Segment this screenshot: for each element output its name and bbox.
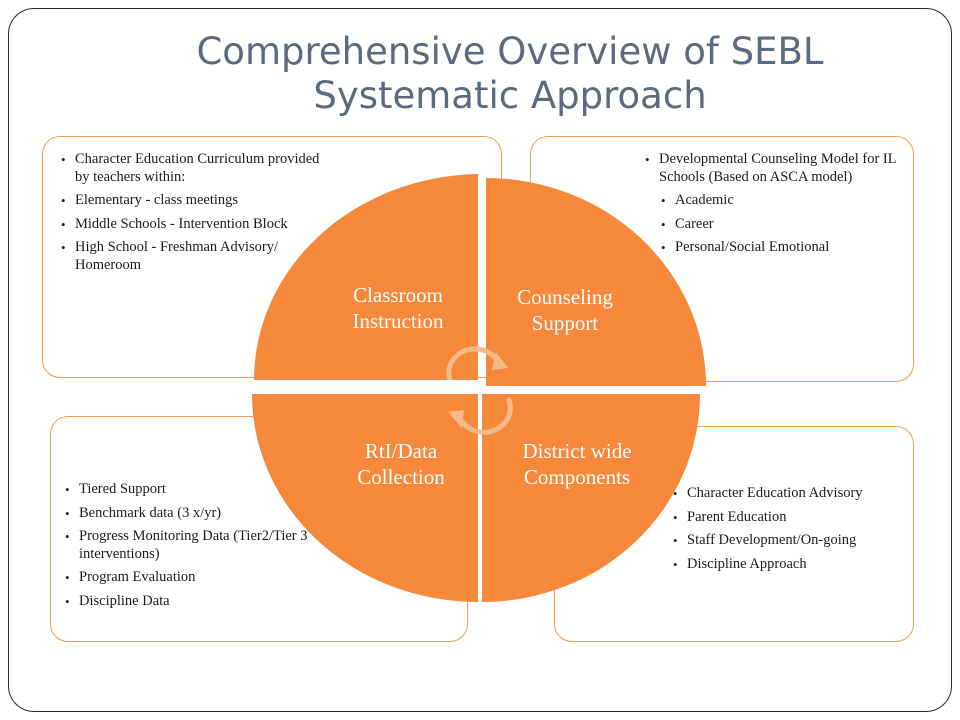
quadrant-label-rti-data-collection: RtI/Data Collection (357, 439, 445, 489)
quadrant-district-wide-components (482, 394, 700, 602)
list-item: Middle Schools - Intervention Block (59, 216, 331, 234)
list-item: Benchmark data (3 x/yr) (63, 505, 323, 523)
cycle-arrows-icon (446, 346, 513, 435)
list-item: Progress Monitoring Data (Tier2/Tier 3 i… (63, 528, 323, 563)
quadrant-circle: Classroom Instruction Counseling Support… (250, 172, 720, 602)
list-item: Program Evaluation (63, 569, 323, 587)
slide-title: Comprehensive Overview of SEBL Systemati… (100, 30, 920, 118)
quadrant-label-district-wide-components: District wide Components (522, 439, 632, 489)
list-item: Elementary - class meetings (59, 192, 331, 210)
list-item: Personal/Social Emotional (659, 239, 899, 257)
list-item: Discipline Data (63, 593, 323, 611)
list-item: Career (659, 216, 899, 234)
quadrant-rti-data-collection (252, 394, 478, 602)
list-item: Discipline Approach (671, 556, 881, 574)
quadrant-label-classroom-instruction: Classroom Instruction (352, 283, 444, 333)
list-item: Character Education Advisory (671, 485, 881, 503)
list-item: Character Education Curriculum provided … (59, 151, 331, 186)
counseling-support-list: Developmental Counseling Model for IL Sc… (643, 151, 899, 257)
list-item: Staff Development/On-going (671, 532, 881, 550)
district-wide-components-list: Character Education Advisory Parent Educ… (671, 485, 881, 573)
list-item: Developmental Counseling Model for IL Sc… (643, 151, 899, 186)
rti-data-collection-list: Tiered Support Benchmark data (3 x/yr) P… (63, 481, 323, 610)
list-item: High School - Freshman Advisory/ Homeroo… (59, 239, 331, 274)
list-item: Parent Education (671, 509, 881, 527)
list-item: Academic (659, 192, 899, 210)
quadrant-classroom-instruction (254, 174, 478, 380)
quadrant-circle-svg (252, 174, 706, 602)
list-item: Tiered Support (63, 481, 323, 499)
quadrant-label-counseling-support: Counseling Support (517, 285, 613, 335)
quadrant-counseling-support (486, 178, 706, 386)
classroom-instruction-list: Character Education Curriculum provided … (59, 151, 331, 274)
title-line-2: Systematic Approach (313, 74, 707, 117)
title-line-1: Comprehensive Overview of SEBL (196, 30, 824, 73)
